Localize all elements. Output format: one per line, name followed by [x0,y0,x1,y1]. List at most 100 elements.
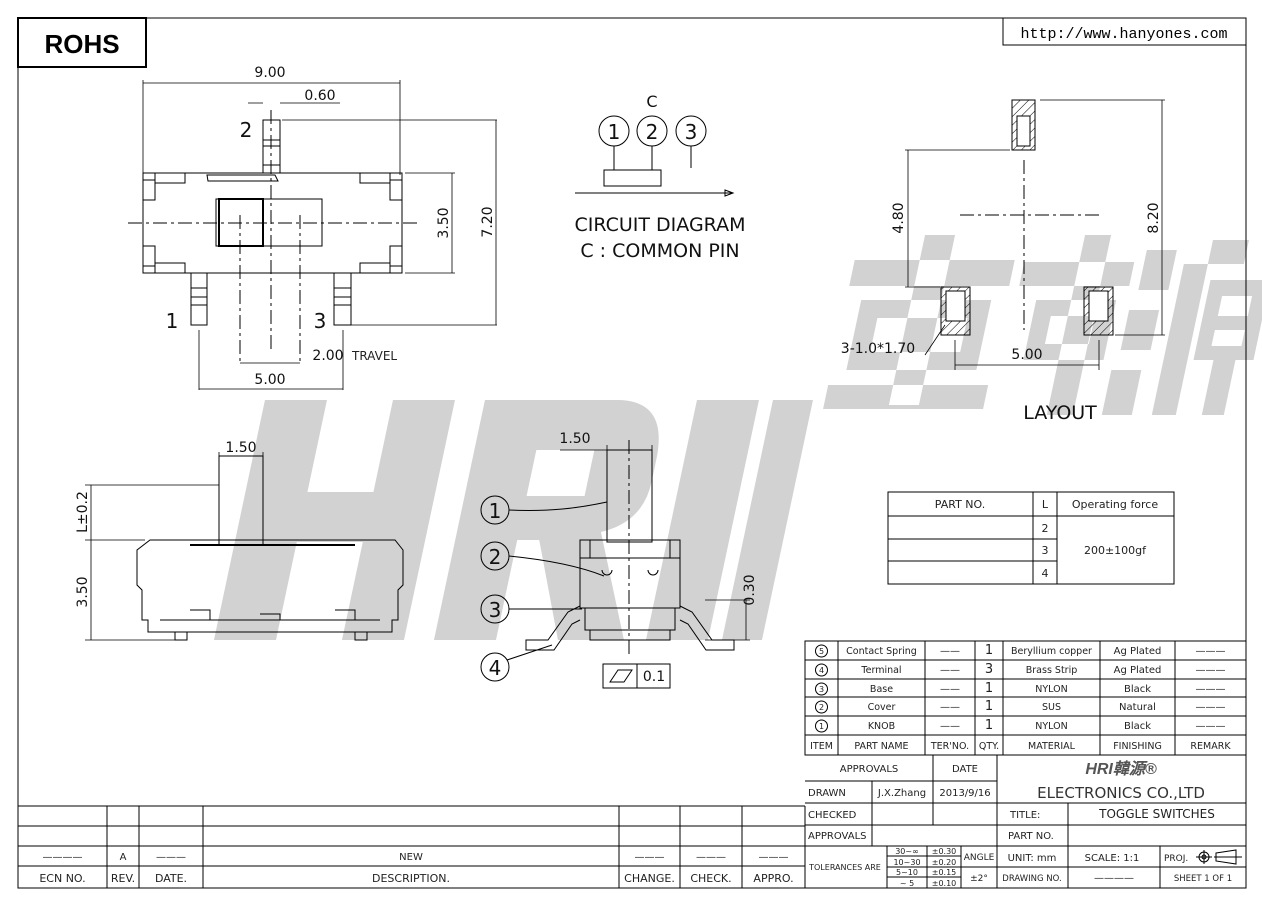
bom-material: SUS [1042,702,1061,713]
dim-8-20: 8.20 [1146,202,1162,233]
sheet-border [17,17,1247,889]
dim-side-height: 3.50 [75,576,91,607]
dim-0-30: 0.30 [742,574,758,605]
operating-force: 200±100gf [1084,544,1147,557]
drawing-no-label: DRAWING NO. [1002,874,1061,884]
dim-layout-pitch: 5.00 [1011,347,1042,363]
watermark-cjk-shape [823,235,1262,415]
circuit-pin-1: 1 [608,120,621,144]
date-header: DATE [952,764,978,775]
bom-ter: —— [940,702,960,713]
part-number-table: PART NO. L Operating force 2 3 4 200±100… [887,491,1175,585]
bom-header: QTY. [979,741,999,752]
drawing-title: TOGGLE SWITCHES [1098,807,1215,821]
angle-label: ANGLE [964,853,995,863]
bom-remark: ——— [1196,702,1226,713]
dim-pitch: 5.00 [254,372,285,388]
bom-material: Brass Strip [1026,665,1078,676]
bom-ter: —— [940,721,960,732]
dim-knob-width: 1.50 [225,440,256,456]
revision-cell: NEW [399,852,423,863]
side-view: 1.50 L±0.2 3.50 [75,440,404,641]
part-table-header-l: L [1042,498,1049,511]
tol-range: 30~∞ [895,847,919,856]
revision-header: ECN NO. [39,872,85,885]
bom-name: Terminal [860,665,901,676]
circuit-pin-2: 2 [646,120,659,144]
bom-item: 2 [819,703,824,712]
revision-header: DESCRIPTION. [372,872,450,885]
bom-qty: 1 [985,699,993,714]
rohs-label: ROHS [44,29,119,59]
part-table-l: 2 [1042,522,1049,535]
revision-header: APPRO. [753,872,793,885]
website-url[interactable]: http://www.hanyones.com [1020,26,1227,43]
bom-material: NYLON [1035,684,1067,695]
bom-qty: 1 [985,643,993,658]
callout-4: 4 [489,656,502,680]
approvals-header: APPROVALS [840,764,899,775]
part-table-header-part: PART NO. [935,498,985,511]
tol-value: ±0.10 [932,879,957,888]
bom-name: Contact Spring [846,646,917,657]
unit-label: UNIT: mm [1008,853,1057,864]
bom-item: 3 [819,685,824,694]
bom-header: PART NAME [854,741,908,752]
dim-travel: 2.00 [312,348,343,364]
bom-remark: ——— [1196,684,1226,695]
tol-value: ±0.15 [932,868,957,877]
revision-cell: ———— [43,852,83,863]
sheet-number: SHEET 1 OF 1 [1174,874,1232,884]
bom-item: 4 [819,666,824,675]
dim-front-knob: 1.50 [559,431,590,447]
revision-header: DATE. [155,872,187,885]
common-label: C [646,92,657,111]
bom-finish: Natural [1119,702,1156,713]
angle-tolerance: ±2° [970,874,988,884]
tol-value: ±0.20 [932,858,957,867]
revision-cell: ——— [696,852,726,863]
tol-range: ~ 5 [900,879,914,888]
item-number-circle [815,719,828,733]
bom-finish: Black [1124,721,1151,732]
revision-header: CHECK. [690,872,731,885]
bom-ter: —— [940,646,960,657]
projection-label: PROJ. [1164,854,1188,864]
bom-finish: Ag Plated [1114,665,1162,676]
part-table-l: 4 [1042,567,1049,580]
bom-ter: —— [940,665,960,676]
bom-remark: ——— [1196,646,1226,657]
dim-total-height: 7.20 [480,206,496,237]
checked-label: CHECKED [808,810,857,821]
bom-header: MATERIAL [1028,741,1076,752]
bom-finish: Black [1124,684,1151,695]
dim-4-80: 4.80 [891,202,907,233]
part-no-label: PART NO. [1008,831,1054,842]
callout-3: 3 [489,598,502,622]
pcb-layout: 4.80 8.20 5.00 3-1.0*1.70 LAYOUT [841,99,1165,424]
drawing-no-value: ———— [1094,873,1134,884]
circuit-pin-3: 3 [685,120,698,144]
item-number-circle [815,644,828,658]
company-name: ELECTRONICS CO.,LTD [1037,784,1205,802]
tol-range: 5~10 [896,868,918,877]
watermark [213,235,1262,640]
tolerances-label: TOLERANCES ARE [808,863,881,872]
dim-width: 9.00 [254,65,285,81]
revision-table: ————A———NEW—————————ECN NO.REV.DATE.DESC… [18,805,806,888]
bom-ter: —— [940,684,960,695]
pin-3-label: 3 [314,309,327,333]
title-block: APPROVALS DATE HRI韓源® ELECTRONICS CO.,LT… [805,754,1246,889]
part-table-l: 3 [1042,544,1049,557]
bom-name: KNOB [868,721,895,732]
bom-name: Cover [868,702,896,713]
url-box [1002,17,1247,46]
revision-cell: ——— [759,852,789,863]
bom-header: REMARK [1190,741,1231,752]
drawn-label: DRAWN [808,788,846,799]
bom-name: Base [870,684,893,695]
item-number-circle [815,663,828,677]
item-number-circle [815,700,828,714]
